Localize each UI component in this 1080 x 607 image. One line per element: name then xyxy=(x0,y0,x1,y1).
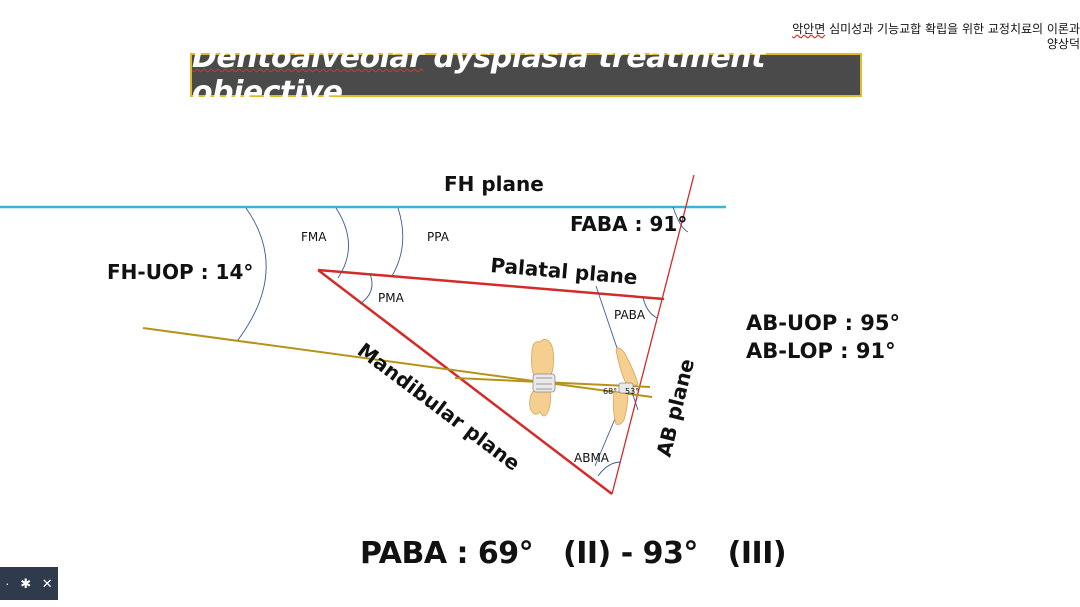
molar-illustration xyxy=(529,339,556,417)
paba-arc xyxy=(642,296,658,319)
slide-title: Dentoalveolar dysplasia treatment object… xyxy=(192,40,860,110)
ab-plane-label: AB plane xyxy=(652,356,700,459)
pma-arc xyxy=(359,273,373,305)
fh-uop-arc xyxy=(237,207,267,341)
korean-header: 악안면 심미성과 기능교합 확립을 위한 교정치료의 이론과 양상덕 xyxy=(720,22,1080,52)
fma-arc xyxy=(335,207,349,279)
abma-arc xyxy=(597,461,622,477)
fh-uop-label: FH-UOP : 14° xyxy=(107,260,253,284)
title-word1: Dentoalveolar xyxy=(192,40,424,75)
paba-label: PABA xyxy=(614,308,646,322)
angle-68-label: 68° xyxy=(603,387,617,396)
fma-label: FMA xyxy=(301,230,327,244)
pma-label: PMA xyxy=(378,291,405,305)
ab-plane-line xyxy=(611,174,695,495)
header-line1-b: 심미성과 기능교합 확립을 위한 교정치료의 이론과 xyxy=(825,22,1080,36)
ab-uop-value: AB-UOP : 95° xyxy=(746,311,901,335)
palatal-plane-label: Palatal plane xyxy=(490,253,639,289)
side-values: AB-UOP : 95° AB-LOP : 91° xyxy=(746,309,900,365)
title-rest: dysplasia treatment objective xyxy=(192,40,765,110)
ab-lop-value: AB-LOP : 91° xyxy=(746,339,896,363)
slide-toolbar: · ✱ ✕ xyxy=(0,567,58,600)
upper-occlusal-plane-line xyxy=(142,327,653,398)
incisor-illustration xyxy=(612,347,639,425)
header-line2: 양상덕 xyxy=(1046,37,1080,51)
palatal-plane-line xyxy=(317,268,665,301)
abma-label: ABMA xyxy=(574,451,610,465)
close-icon[interactable]: ✕ xyxy=(41,575,53,591)
faba-arc xyxy=(672,206,689,233)
header-line1-a: 악안면 xyxy=(792,22,826,36)
angle-53-label: 53° xyxy=(625,387,639,396)
mandibular-plane-line xyxy=(317,269,613,495)
gear-icon[interactable]: ✱ xyxy=(20,575,32,591)
fh-plane-label: FH plane xyxy=(444,172,544,196)
ppa-arc xyxy=(391,207,404,277)
title-box: Dentoalveolar dysplasia treatment object… xyxy=(190,40,862,110)
paba-formula: PABA : 69° (II) - 93° (III) xyxy=(360,536,787,571)
ppa-label: PPA xyxy=(427,230,450,244)
dot-icon[interactable]: · xyxy=(5,576,10,591)
faba-label: FABA : 91° xyxy=(570,212,687,236)
